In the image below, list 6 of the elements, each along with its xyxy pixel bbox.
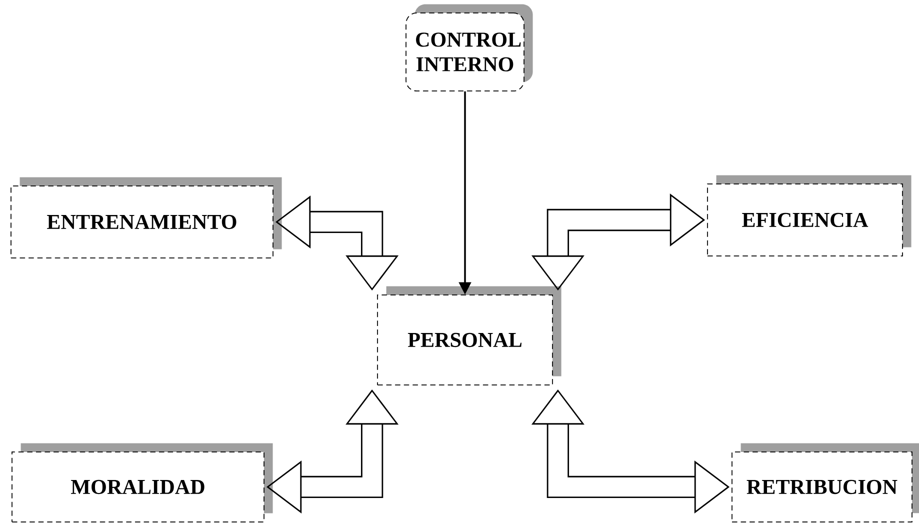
text-box: RETRIBUCION [732,443,919,522]
text-box: ENTRENAMIENTO [10,177,282,258]
text-box: PERSONAL [377,286,562,386]
text-box: EFICIENCIA [707,175,912,256]
text-box: CONTROL INTERNO [406,4,533,92]
text-box: MORALIDAD [12,443,273,522]
